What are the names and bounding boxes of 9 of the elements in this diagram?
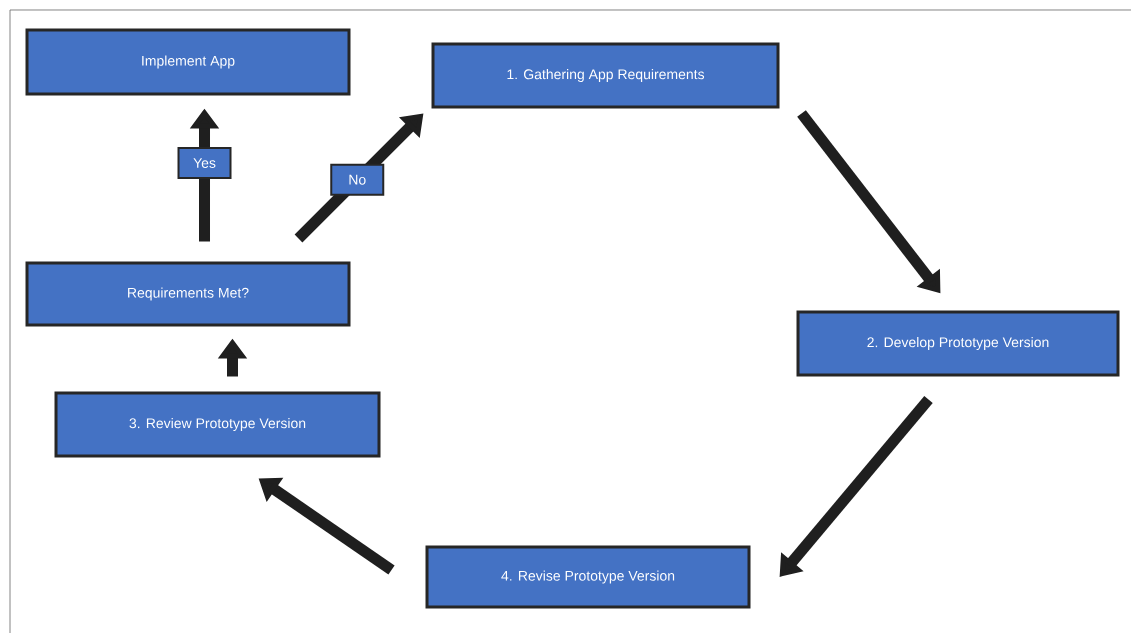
process-box: 3. Review Prototype Version [54,391,381,458]
process-box: Requirements Met? [25,261,351,327]
arrow [779,395,933,577]
process-box: 4. Revise Prototype Version [425,545,751,609]
edge-label: Yes [177,147,232,180]
edge-label: No [330,163,385,196]
process-box: Implement App [25,28,351,96]
process-box: 2. Develop Prototype Version [796,310,1120,377]
process-box: 1. Gathering App Requirements [431,42,780,109]
